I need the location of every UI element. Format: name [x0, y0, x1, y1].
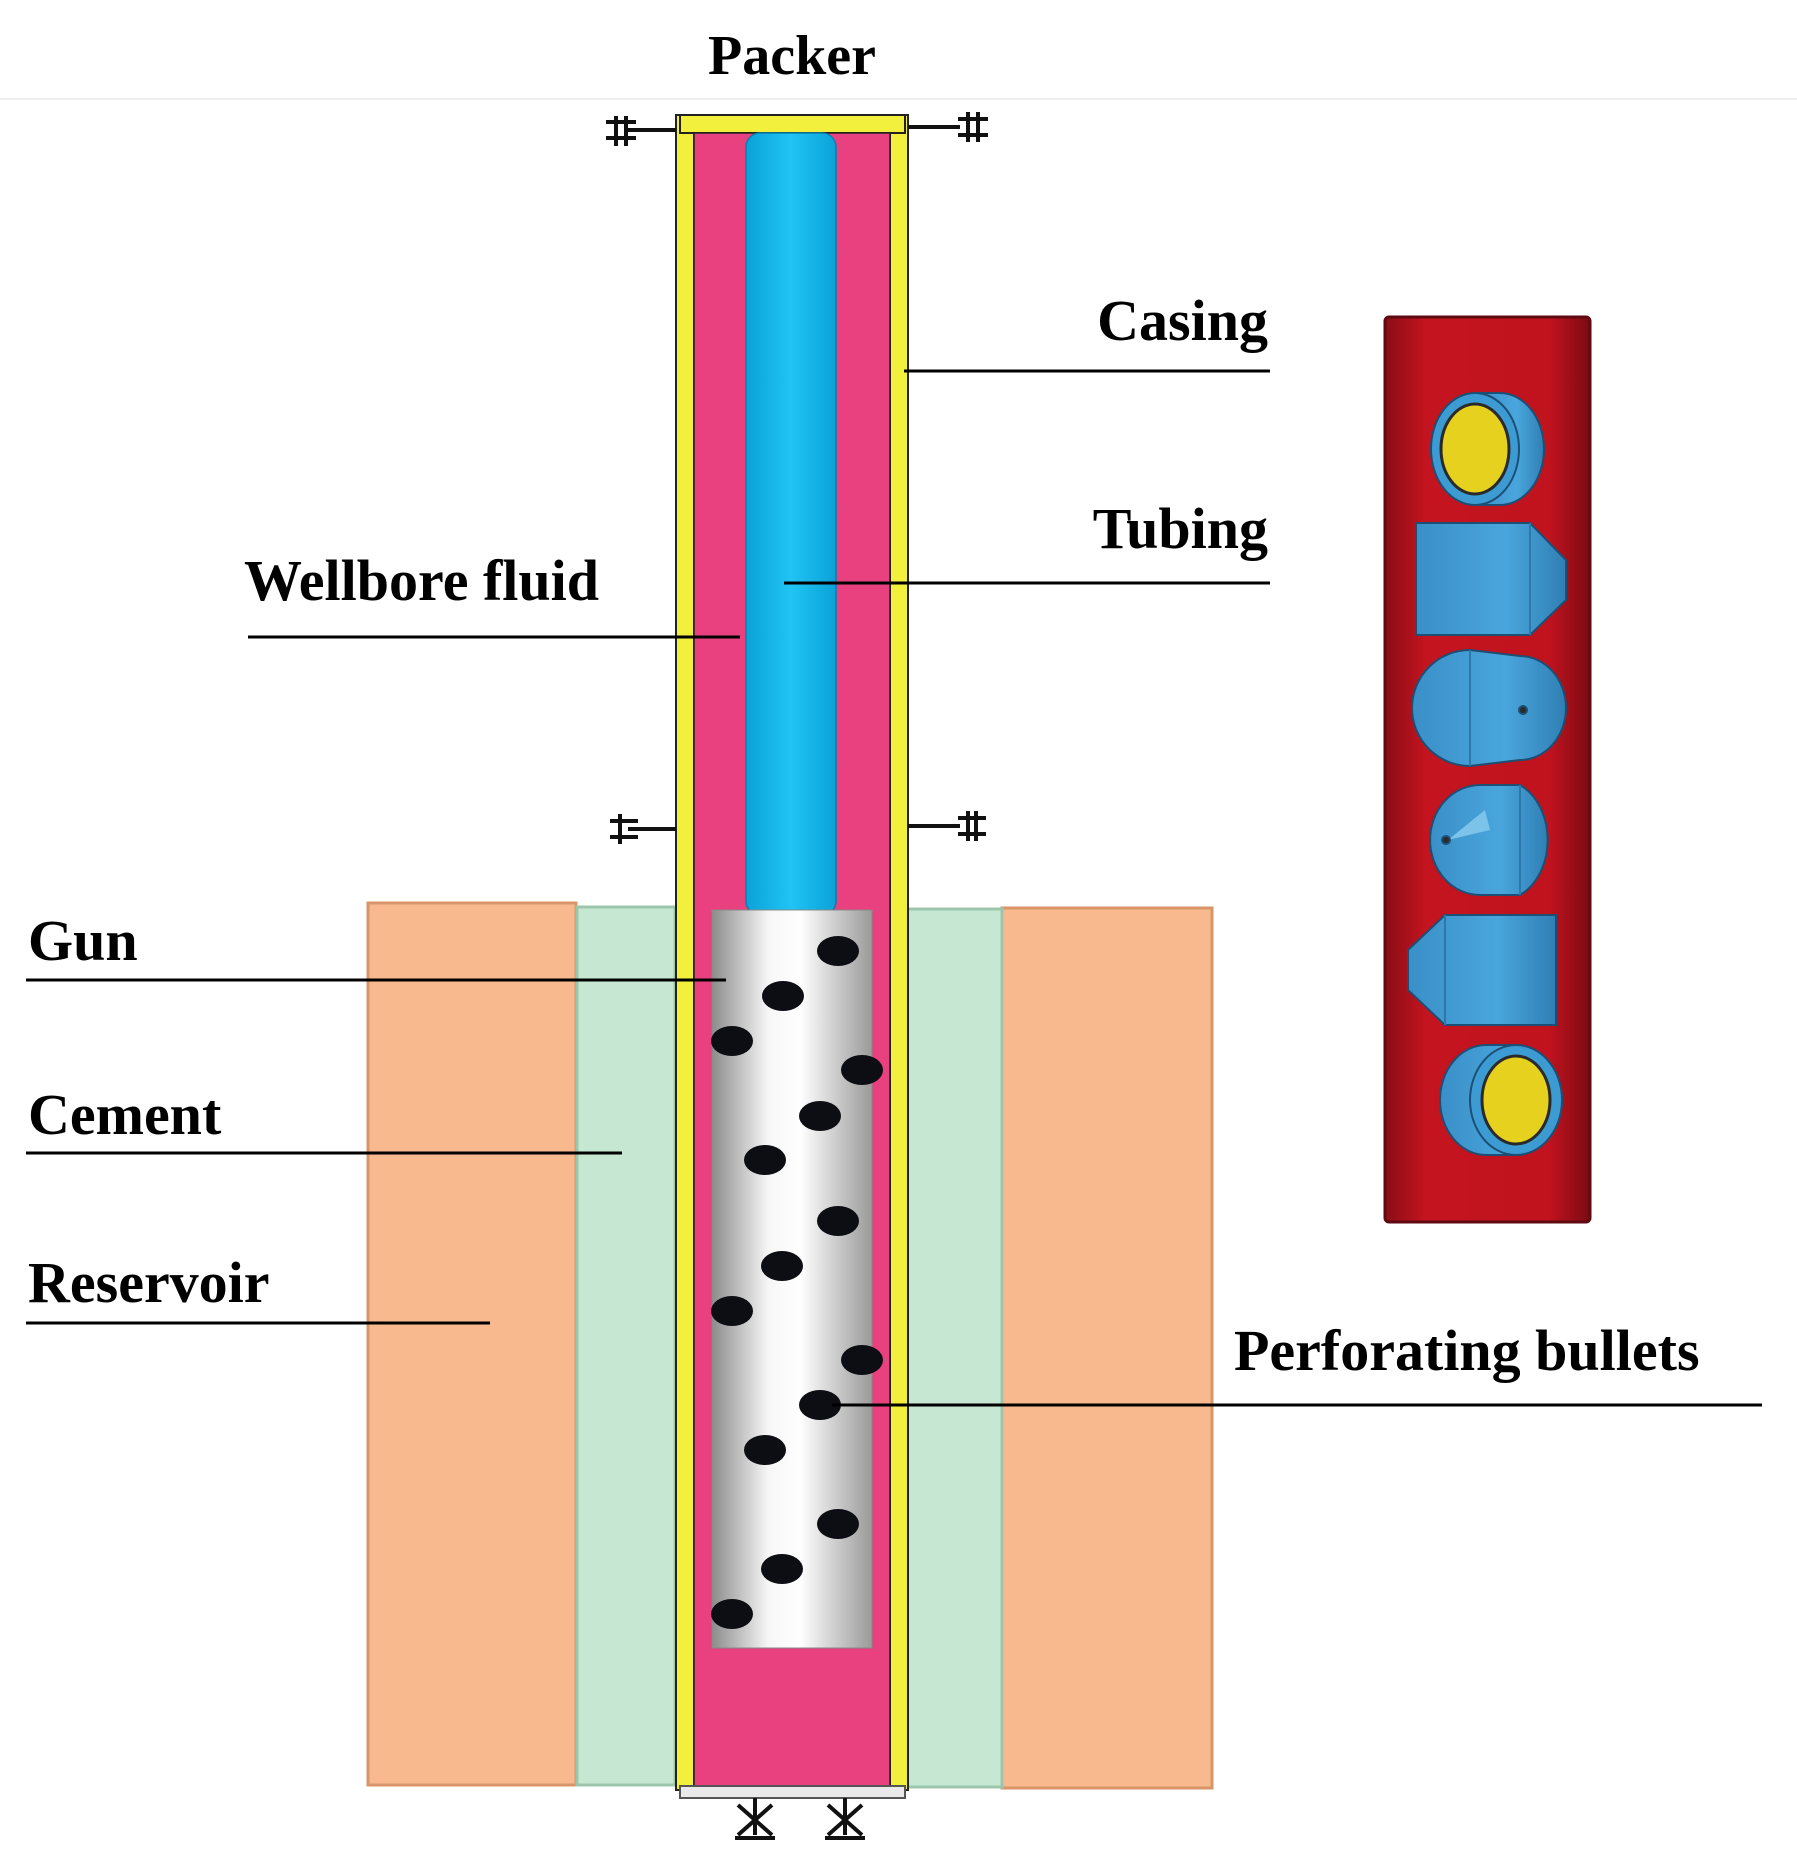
reservoir-block-right [1000, 906, 1214, 1790]
bullet-hole-icon [817, 1206, 859, 1236]
tubing [745, 132, 837, 916]
bullet-hole-icon [711, 1026, 753, 1056]
casing-wall-right [889, 114, 909, 1791]
reservoir-label: Reservoir [28, 1250, 270, 1315]
bullet-hole-icon [799, 1390, 841, 1420]
cement-block-right [904, 907, 1004, 1789]
bullet-hole-icon [817, 936, 859, 966]
bullet-hole-icon [761, 1251, 803, 1281]
bullet-hole-icon [762, 981, 804, 1011]
reservoir-block-left [366, 901, 578, 1787]
bullet-hole-icon [799, 1101, 841, 1131]
wellbore-fluid-label: Wellbore fluid [244, 548, 599, 613]
bullet-hole-icon [711, 1296, 753, 1326]
gun-label: Gun [28, 908, 138, 973]
bullet-hole-icon [744, 1145, 786, 1175]
bullet-hole-icon [841, 1055, 883, 1085]
bullet-hole-icon [841, 1345, 883, 1375]
bullet-hole-icon [744, 1435, 786, 1465]
perforating-bullets-label: Perforating bullets [1234, 1318, 1700, 1383]
bullet-hole-icon [761, 1554, 803, 1584]
packer-label: Packer [708, 25, 876, 87]
gun-bullet-holes [711, 936, 883, 1629]
tubing-label: Tubing [1093, 496, 1268, 561]
packer-bottom-plate [679, 1785, 906, 1799]
bullet-hole-icon [711, 1599, 753, 1629]
bullet-hole-icon [817, 1509, 859, 1539]
casing-label: Casing [1097, 288, 1268, 353]
cement-label: Cement [28, 1082, 222, 1147]
bottom-anchor-icon [735, 1798, 865, 1840]
shaped-charge-icon [1407, 392, 1567, 1156]
packer-top-cap [679, 114, 906, 134]
packer-anchor-icon [606, 112, 988, 844]
cement-block-left [575, 905, 677, 1787]
casing-wall-left [675, 114, 695, 1791]
